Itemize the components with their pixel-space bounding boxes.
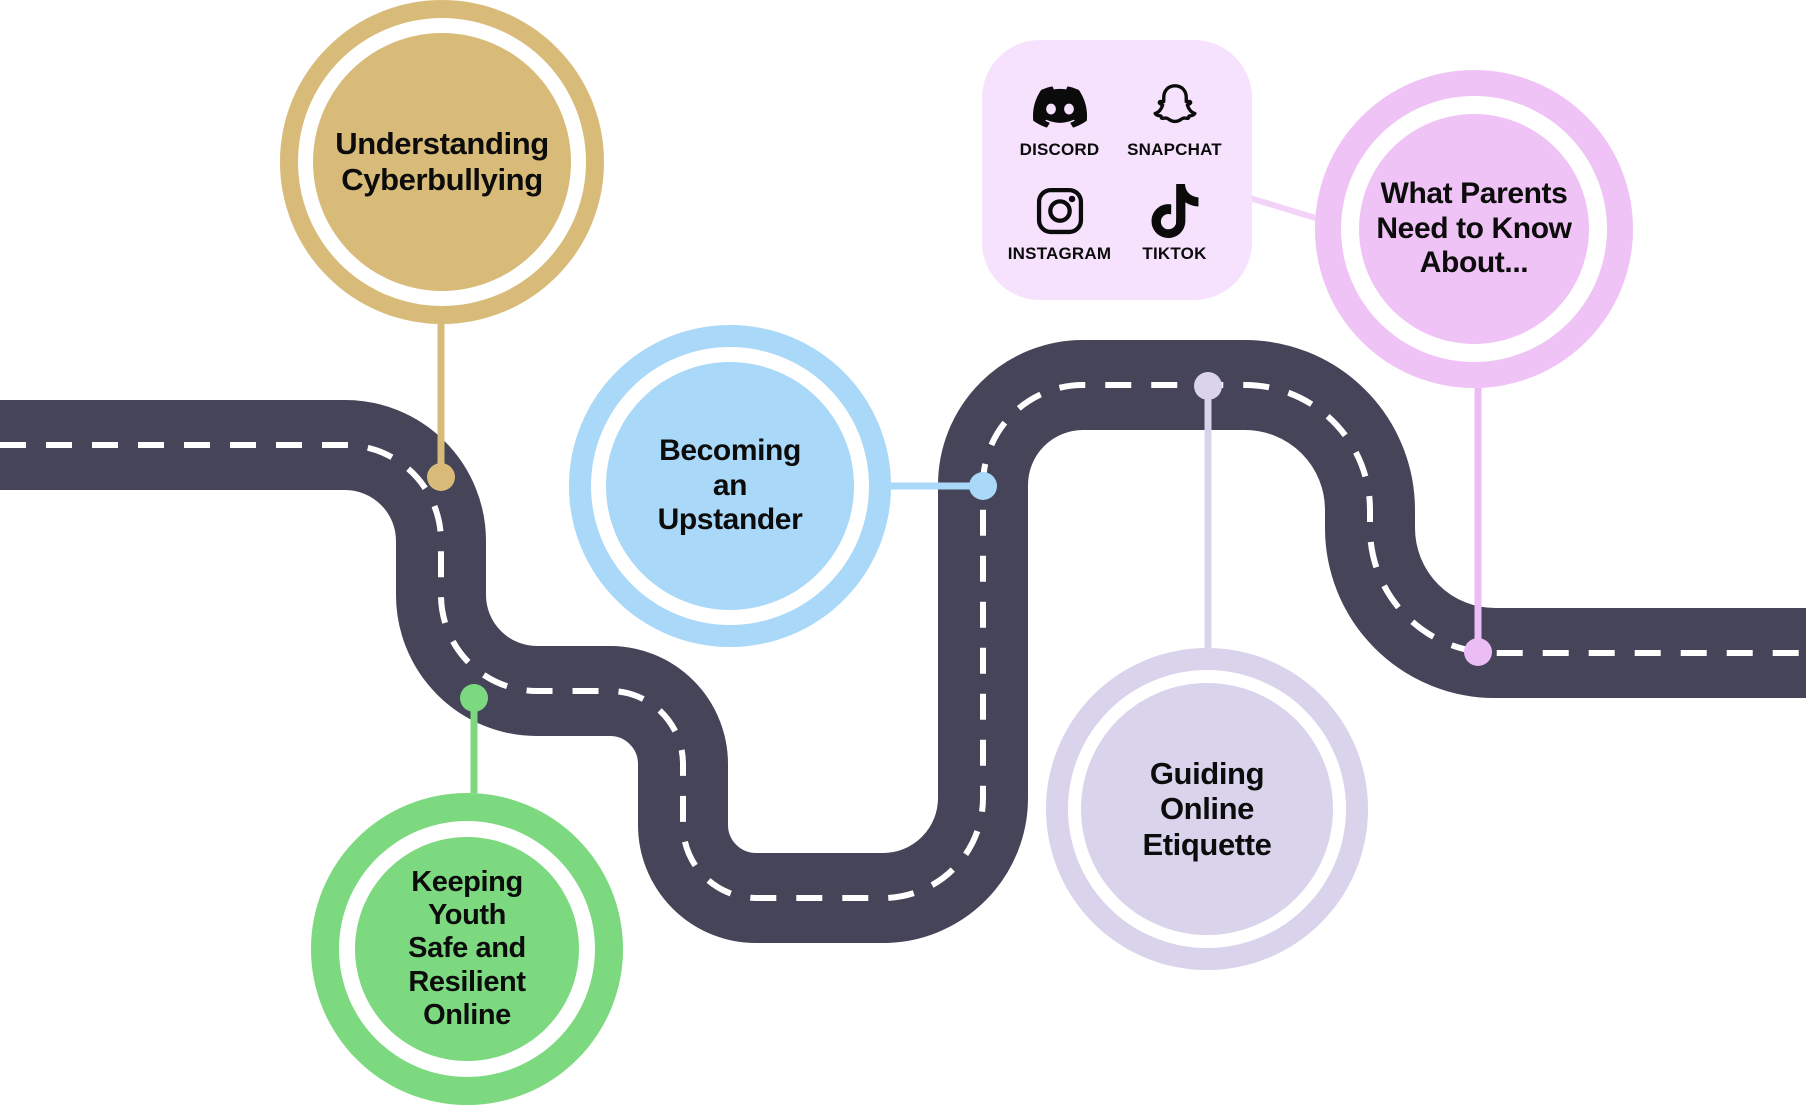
app-item-instagram: INSTAGRAM — [1002, 172, 1117, 276]
milestone-guiding-online-etiquette: Guiding Online Etiquette — [1046, 648, 1368, 970]
app-label-discord: DISCORD — [1019, 140, 1100, 159]
milestone-dot-guiding-online-etiquette — [1194, 372, 1222, 400]
milestone-label: Becoming an Upstander — [657, 434, 803, 537]
app-item-discord: DISCORD — [1002, 68, 1117, 172]
milestone-what-parents-need-to-know-about: What Parents Need to Know About... — [1315, 70, 1633, 388]
milestone-dot-becoming-an-upstander — [969, 472, 997, 500]
milestone-keeping-youth-safe-and-resilient-online: Keeping Youth Safe and Resilient Online — [311, 793, 623, 1105]
app-item-snapchat: SNAPCHAT — [1117, 68, 1232, 172]
milestone-dot-keeping-youth-safe — [460, 684, 488, 712]
milestone-label: What Parents Need to Know About... — [1376, 177, 1572, 280]
milestone-understanding-cyberbullying: Understanding Cyberbullying — [280, 0, 604, 324]
tiktok-icon — [1148, 184, 1202, 238]
milestone-dot-what-parents-need-to-know — [1464, 638, 1492, 666]
discord-icon — [1032, 80, 1087, 134]
milestone-label: Guiding Online Etiquette — [1142, 755, 1272, 862]
road — [0, 340, 1806, 943]
app-label-instagram: INSTAGRAM — [1007, 244, 1112, 263]
milestone-becoming-an-upstander: Becoming an Upstander — [569, 325, 891, 647]
social-apps-card: DISCORD SNAPCHAT INSTAGRAM — [982, 40, 1252, 300]
milestone-label: Understanding Cyberbullying — [335, 126, 549, 197]
milestone-label: Keeping Youth Safe and Resilient Online — [408, 865, 526, 1032]
snapchat-icon — [1148, 80, 1202, 134]
app-label-tiktok: TIKTOK — [1142, 244, 1207, 263]
instagram-icon — [1033, 184, 1087, 238]
app-item-tiktok: TIKTOK — [1117, 172, 1232, 276]
road-centerline — [0, 382, 1806, 901]
milestone-dot-understanding-cyberbullying — [427, 463, 455, 491]
app-label-snapchat: SNAPCHAT — [1127, 140, 1222, 159]
